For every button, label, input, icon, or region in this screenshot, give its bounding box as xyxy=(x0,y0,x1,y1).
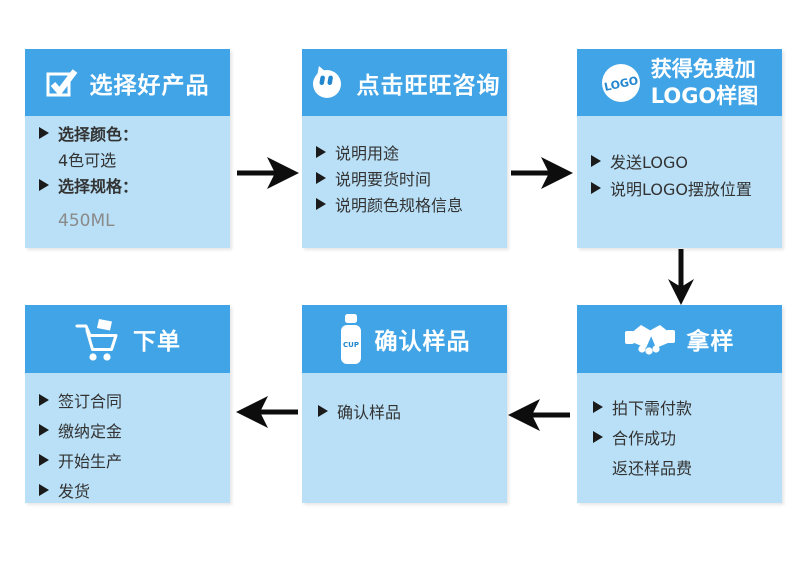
cup-bottle-icon: CUP xyxy=(339,314,363,364)
triangle-bullet-icon xyxy=(39,179,49,191)
step-body: 发送LOGO 说明LOGO摆放位置 xyxy=(577,116,782,248)
step-header: 下单 xyxy=(25,305,230,373)
step-body: 说明用途 说明要货时间 说明颜色规格信息 xyxy=(302,116,507,248)
step-title: 确认样品 xyxy=(374,329,471,355)
step-title: 选择好产品 xyxy=(89,72,210,99)
svg-text:CUP: CUP xyxy=(343,341,359,349)
step-item: 说明要货时间 xyxy=(316,165,507,191)
triangle-bullet-icon xyxy=(316,146,326,158)
step-item: 签订合同 xyxy=(39,385,230,415)
step-item: 发送LOGO xyxy=(591,147,782,174)
step-header: CUP 确认样品 xyxy=(302,305,507,373)
step-item: 选择规格： xyxy=(39,172,230,198)
step-title: 下单 xyxy=(133,329,181,355)
step-title: 点击旺旺咨询 xyxy=(356,72,501,99)
step-box-wangwang-consult: 点击旺旺咨询 说明用途 说明要货时间 说明颜色规格信息 xyxy=(302,49,507,248)
step-header: 拿样 xyxy=(577,305,782,373)
step-item: 4色可选 xyxy=(58,151,117,170)
step-item: 开始生产 xyxy=(39,445,230,475)
logo-badge-icon: LOGO xyxy=(601,63,641,103)
checkbox-checked-icon xyxy=(46,67,78,98)
triangle-bullet-icon xyxy=(39,127,49,139)
triangle-bullet-icon xyxy=(318,405,328,417)
step-item: 450ML xyxy=(58,211,115,231)
step-body: 签订合同 缴纳定金 开始生产 发货 xyxy=(25,373,230,503)
arrow-down-step3-to-step4-icon xyxy=(668,249,694,305)
triangle-bullet-icon xyxy=(39,454,49,466)
step-item: 选择颜色： xyxy=(39,120,230,146)
step-box-get-sample: 拿样 拍下需付款 合作成功 返还样品费 xyxy=(577,305,782,503)
step-box-confirm-sample: CUP 确认样品 确认样品 xyxy=(302,305,507,503)
step-box-free-logo-sample: LOGO 获得免费加 LOGO样图 发送LOGO 说明LOGO摆放位置 xyxy=(577,49,782,248)
arrow-left-step4-to-step5-icon xyxy=(508,399,570,431)
step-item: 发货 xyxy=(39,475,230,505)
step-item: 拍下需付款 xyxy=(593,392,782,422)
arrow-right-step1-to-step2-icon xyxy=(237,157,299,189)
step-box-place-order: 下单 签订合同 缴纳定金 开始生产 发货 xyxy=(25,305,230,503)
step-item: 缴纳定金 xyxy=(39,415,230,445)
triangle-bullet-icon xyxy=(316,172,326,184)
triangle-bullet-icon xyxy=(593,401,603,413)
handshake-icon xyxy=(624,321,675,357)
triangle-bullet-icon xyxy=(39,484,49,496)
triangle-bullet-icon xyxy=(591,154,601,167)
step-header: 选择好产品 xyxy=(25,49,230,116)
step-item: 确认样品 xyxy=(318,396,507,426)
step-item: 说明LOGO摆放位置 xyxy=(591,174,782,201)
step-item: 返还样品费 xyxy=(612,459,693,478)
step-item: 合作成功 xyxy=(593,422,782,452)
triangle-bullet-icon xyxy=(593,431,603,443)
arrow-left-step5-to-step6-icon xyxy=(236,396,298,428)
step-body: 拍下需付款 合作成功 返还样品费 xyxy=(577,373,782,503)
step-header: LOGO 获得免费加 LOGO样图 xyxy=(577,49,782,116)
wangwang-chat-bubble-icon xyxy=(309,65,345,100)
triangle-bullet-icon xyxy=(39,394,49,406)
step-body: 选择颜色： 4色可选 选择规格： 450ML xyxy=(25,116,230,248)
step-title: 拿样 xyxy=(686,329,735,355)
step-box-choose-product: 选择好产品 选择颜色： 4色可选 选择规格： 450ML xyxy=(25,49,230,248)
step-item: 说明用途 xyxy=(316,139,507,165)
step-title: 获得免费加 LOGO样图 xyxy=(650,56,759,108)
arrow-right-step2-to-step3-icon xyxy=(511,157,573,189)
shopping-cart-icon xyxy=(74,317,121,362)
triangle-bullet-icon xyxy=(39,424,49,436)
step-header: 点击旺旺咨询 xyxy=(302,49,507,116)
triangle-bullet-icon xyxy=(591,181,601,194)
step-body: 确认样品 xyxy=(302,373,507,503)
step-item: 说明颜色规格信息 xyxy=(316,191,507,217)
triangle-bullet-icon xyxy=(316,198,326,210)
